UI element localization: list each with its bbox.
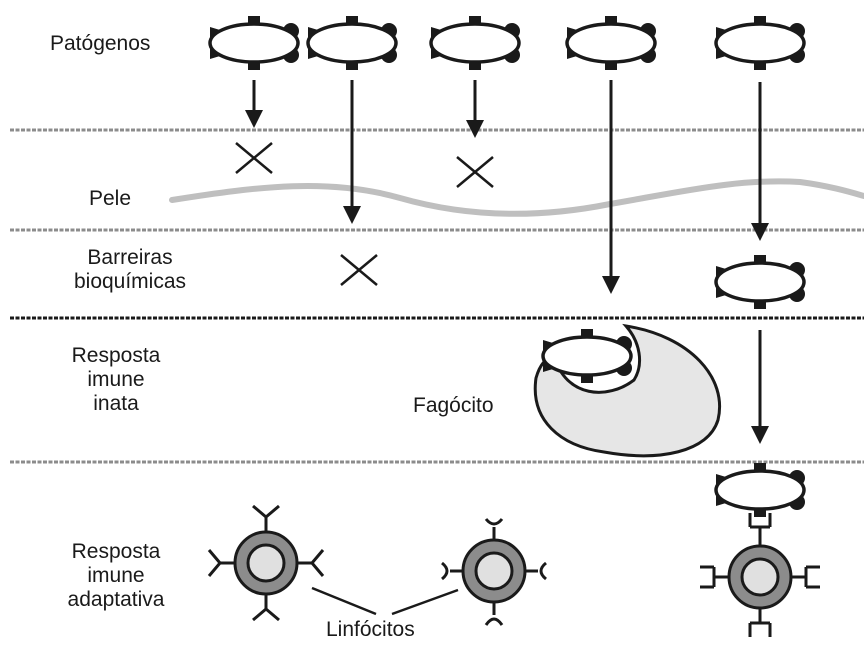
label-adaptive-line2: imune: [87, 564, 145, 587]
label-innate-response: Resposta imune inata: [56, 344, 176, 416]
lymphocyte-pointer: [311, 586, 377, 616]
label-biochemical-barriers: Barreiras bioquímicas: [70, 246, 190, 294]
lymphocyte-bound-pathogen: [700, 461, 820, 637]
lymphocyte-icon: [441, 518, 547, 626]
blocked-x-icon: [455, 155, 495, 189]
arrow-icon: [602, 80, 620, 294]
arrow-icon: [343, 80, 361, 224]
pathogen-icon: [714, 461, 807, 519]
lymphocyte-icon: [207, 504, 325, 622]
label-pathogens: Patógenos: [50, 32, 151, 55]
pathogen-icon: [306, 14, 399, 72]
label-biochemical-line2: bioquímicas: [73, 270, 187, 293]
label-biochemical-line1: Barreiras: [87, 246, 173, 269]
blocked-x-icon: [339, 253, 379, 287]
label-adaptive-line3: adaptativa: [67, 588, 165, 611]
pathogen-icon: [714, 14, 807, 72]
label-innate-line1: Resposta: [71, 344, 161, 367]
label-adaptive-response: Resposta imune adaptativa: [56, 540, 176, 612]
arrow-icon: [245, 80, 263, 128]
label-adaptive-line1: Resposta: [71, 540, 161, 563]
label-skin: Pele: [89, 187, 132, 210]
label-innate-line3: inata: [93, 392, 139, 415]
arrow-icon: [751, 330, 769, 444]
pathogen-icon: [714, 253, 807, 311]
blocked-x-icon: [234, 141, 274, 175]
skin-line: [169, 178, 864, 217]
lymphocyte-icon: [700, 513, 820, 637]
label-lymphocytes: Linfócitos: [326, 618, 415, 641]
pathogen-icon: [208, 14, 301, 72]
pathogen-icon: [429, 14, 522, 72]
label-innate-line2: imune: [87, 368, 145, 391]
phagocyte-icon: [533, 323, 721, 458]
label-phagocyte: Fagócito: [413, 394, 494, 417]
lymphocyte-pointer: [391, 588, 459, 616]
pathogen-icon: [565, 14, 658, 72]
arrow-icon: [466, 80, 484, 138]
arrow-icon: [751, 82, 769, 241]
